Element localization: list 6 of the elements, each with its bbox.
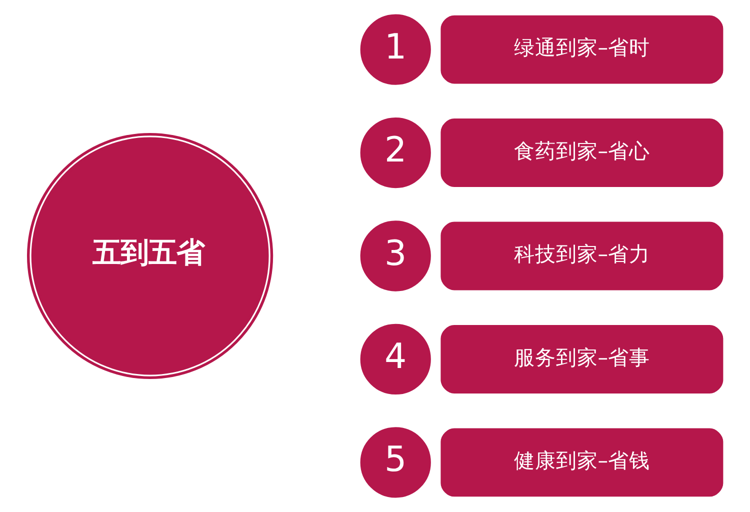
node-box: 健康到家–省钱 <box>440 428 723 497</box>
node-box: 绿通到家–省时 <box>440 15 723 84</box>
node-box: 服务到家–省事 <box>440 325 723 394</box>
node-box: 食药到家–省心 <box>440 118 723 187</box>
node-circle: 五到五省 <box>26 132 273 380</box>
node-box: 科技到家–省力 <box>440 222 723 290</box>
